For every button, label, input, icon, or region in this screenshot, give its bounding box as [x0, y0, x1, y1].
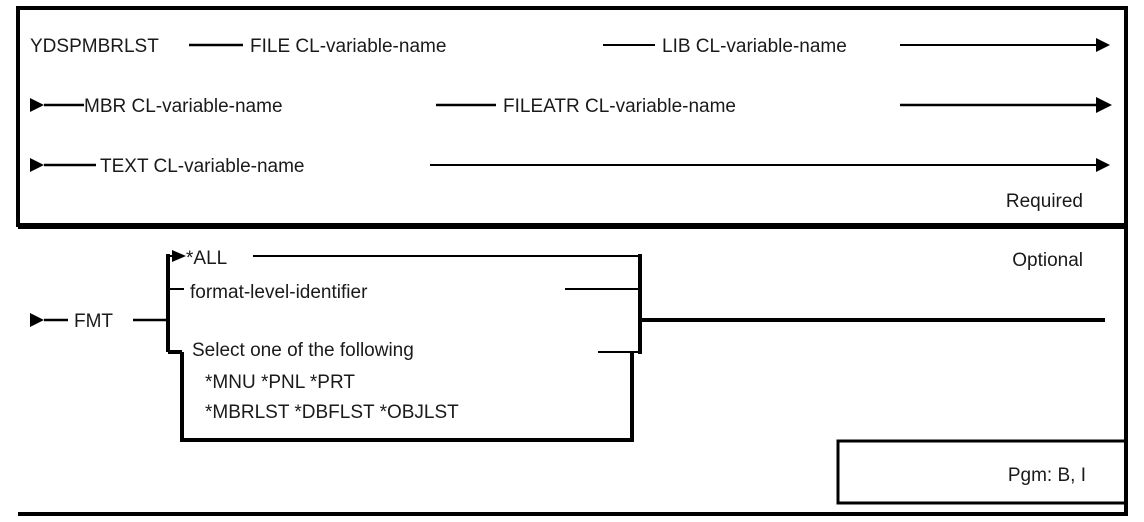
- param-file-label: FILE CL-variable-name: [250, 36, 446, 57]
- required-row-3: TEXT CL-variable-name: [30, 156, 1110, 177]
- row3-arrow-icon: [1096, 158, 1110, 172]
- nested-group-title: Select one of the following: [192, 340, 414, 361]
- fmt-left-spine: [166, 250, 186, 354]
- diagram-outer-frame: [16, 6, 1128, 516]
- row3-continuation-arrow-icon: [30, 158, 44, 172]
- choice-all: *ALL: [186, 248, 640, 269]
- row2-continuation-arrow-icon: [30, 98, 44, 112]
- fmt-entry: FMT: [30, 311, 168, 332]
- fmt-keyword-label: FMT: [74, 311, 113, 332]
- optional-section-label: Optional: [1012, 250, 1083, 271]
- param-fileatr-label: FILEATR CL-variable-name: [503, 96, 736, 117]
- required-row-1: YDSPMBRLST FILE CL-variable-name LIB CL-…: [30, 36, 1110, 57]
- row1-arrow-icon: [1096, 38, 1110, 52]
- nested-group-box: [180, 352, 634, 442]
- default-path-arrow-icon: [172, 250, 186, 262]
- nested-group-values-line-2: *MBRLST *DBFLST *OBJLST: [205, 402, 459, 423]
- row2-arrow-icon: [1096, 97, 1112, 113]
- param-lib-label: LIB CL-variable-name: [662, 36, 847, 57]
- pgm-note-box-outline: [836, 439, 1128, 505]
- optional-section-box: [18, 225, 1128, 516]
- param-mbr-label: MBR CL-variable-name: [84, 96, 283, 117]
- pgm-note-label: Pgm: B, I: [1008, 465, 1086, 486]
- fmt-continuation-arrow-icon: [30, 313, 44, 327]
- required-section-label: Required: [1006, 191, 1083, 212]
- choice-format-level-identifier: format-level-identifier: [190, 282, 640, 303]
- choice-all-label: *ALL: [186, 248, 227, 269]
- command-name-label: YDSPMBRLST: [30, 36, 159, 57]
- required-row-2: MBR CL-variable-name FILEATR CL-variable…: [30, 96, 1112, 117]
- param-text-label: TEXT CL-variable-name: [100, 156, 305, 177]
- choice-format-level-label: format-level-identifier: [190, 282, 368, 303]
- nested-group-values-line-1: *MNU *PNL *PRT: [205, 372, 355, 393]
- nested-select-group: Select one of the following *MNU *PNL *P…: [180, 340, 640, 442]
- fmt-right-spine: [638, 254, 1105, 354]
- pgm-note-box: Pgm: B, I: [836, 439, 1128, 505]
